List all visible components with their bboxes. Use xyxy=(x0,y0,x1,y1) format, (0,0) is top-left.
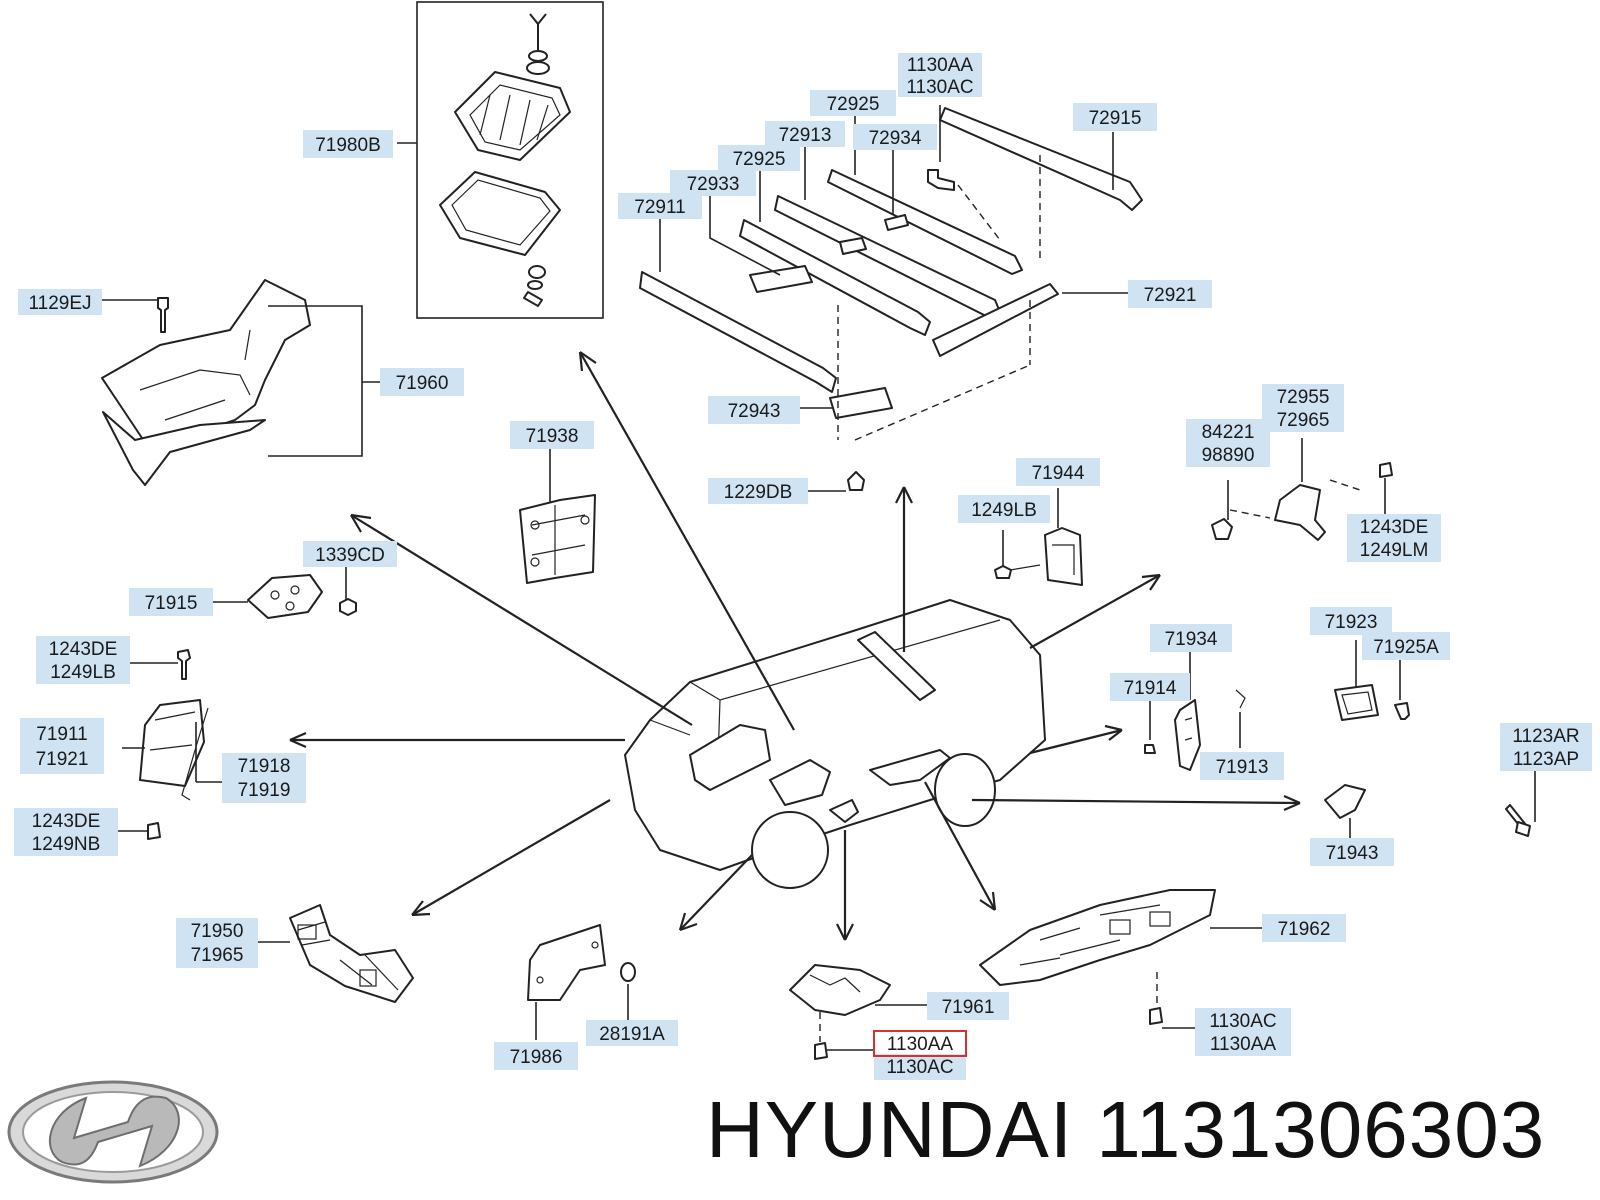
label-72925-a: 72925 xyxy=(827,94,880,115)
label-84221: 84221 xyxy=(1202,422,1255,443)
label-1249NB: 1249NB xyxy=(32,834,101,855)
label-71913: 71913 xyxy=(1216,757,1269,778)
label-71918: 71918 xyxy=(238,756,291,777)
label-1249LB-right: 1249LB xyxy=(971,500,1037,521)
label-72913: 72913 xyxy=(779,125,832,146)
van-body xyxy=(624,599,1046,889)
label-71962: 71962 xyxy=(1278,919,1331,940)
label-1249LB-a: 1249LB xyxy=(50,662,116,683)
label-71965: 71965 xyxy=(191,945,244,966)
highlight-box xyxy=(873,1030,967,1057)
labels: 71980B 1130AA 1130AC 72925 72915 72913 7… xyxy=(14,53,1592,1080)
label-71911: 71911 xyxy=(36,724,87,745)
part-71950 xyxy=(289,904,414,1003)
label-71923: 71923 xyxy=(1325,612,1378,633)
label-1339CD: 1339CD xyxy=(315,545,385,566)
part-72955 xyxy=(1211,462,1393,541)
label-71950: 71950 xyxy=(191,921,244,942)
label-71915: 71915 xyxy=(145,593,198,614)
label-1123AP: 1123AP xyxy=(1513,749,1579,770)
part-71915 xyxy=(247,574,357,619)
label-72933: 72933 xyxy=(687,174,740,195)
part-71986 xyxy=(527,924,636,1001)
label-72911: 72911 xyxy=(634,197,685,218)
label-71919: 71919 xyxy=(238,780,291,801)
label-28191A: 28191A xyxy=(599,1024,665,1045)
label-1249LM: 1249LM xyxy=(1360,540,1429,561)
label-98890: 98890 xyxy=(1202,445,1255,466)
label-72921: 72921 xyxy=(1144,285,1197,306)
hyundai-logo-icon xyxy=(7,1080,219,1184)
label-72943: 72943 xyxy=(728,401,781,422)
label-71938: 71938 xyxy=(526,426,579,447)
label-71943: 71943 xyxy=(1326,843,1379,864)
label-1130AC-top: 1130AC xyxy=(906,77,973,98)
label-71986: 71986 xyxy=(510,1047,563,1068)
part-71923 xyxy=(1334,684,1410,721)
label-1243DE-right: 1243DE xyxy=(1360,517,1429,538)
label-71944: 71944 xyxy=(1032,463,1085,484)
label-71961: 71961 xyxy=(942,997,995,1018)
inset-box xyxy=(416,1,604,319)
label-71960: 71960 xyxy=(396,373,449,394)
part-71962 xyxy=(979,889,1216,1025)
label-1243DE-b: 1243DE xyxy=(32,811,101,832)
part-71934 xyxy=(1144,689,1246,771)
part-71943 xyxy=(1324,784,1531,837)
roof-rails xyxy=(639,107,1143,491)
label-1129EJ: 1129EJ xyxy=(28,293,91,314)
label-71925A: 71925A xyxy=(1373,637,1439,658)
label-71921: 71921 xyxy=(36,749,89,770)
label-72955: 72955 xyxy=(1277,387,1330,408)
label-1130AC-bottom: 1130AC xyxy=(886,1057,953,1078)
part-71944 xyxy=(994,527,1083,586)
label-1243DE-a: 1243DE xyxy=(49,639,118,660)
label-1130AA-bottom: 1130AA xyxy=(887,1034,954,1055)
label-1130AA-top: 1130AA xyxy=(907,55,974,76)
label-1130AA-bottom-right: 1130AA xyxy=(1210,1034,1277,1055)
part-71961 xyxy=(789,964,891,1060)
label-1123AR: 1123AR xyxy=(1512,726,1579,747)
part-71911 xyxy=(139,649,209,840)
label-72915: 72915 xyxy=(1089,108,1142,129)
label-71980B: 71980B xyxy=(315,135,381,156)
label-71914: 71914 xyxy=(1124,678,1177,699)
brand-title: HYUNDAI 1131306303 xyxy=(706,1085,1546,1174)
part-71938 xyxy=(519,494,596,584)
label-72925-b: 72925 xyxy=(733,149,786,170)
arrows xyxy=(289,351,1301,941)
part-71960 xyxy=(101,279,311,486)
label-72934: 72934 xyxy=(869,128,922,149)
label-72965: 72965 xyxy=(1277,410,1330,431)
label-1229DB: 1229DB xyxy=(724,482,793,503)
label-1130AC-bottom-right: 1130AC xyxy=(1209,1011,1276,1032)
label-71934: 71934 xyxy=(1165,629,1218,650)
